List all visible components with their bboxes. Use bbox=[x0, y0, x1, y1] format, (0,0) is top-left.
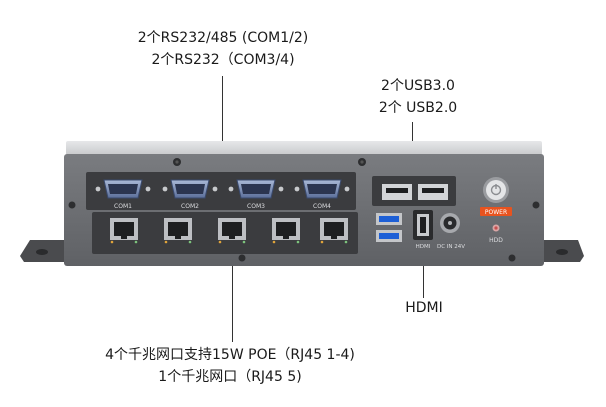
usb2-port-1 bbox=[382, 184, 412, 200]
chassis-screw bbox=[68, 201, 76, 209]
power-label: POWER bbox=[485, 209, 507, 216]
com-port-panel bbox=[86, 172, 356, 210]
com2-port-label: COM2 bbox=[181, 203, 199, 210]
chassis-screw bbox=[358, 158, 366, 166]
rj45-port-5 bbox=[320, 218, 348, 244]
rj45-leader-line bbox=[232, 246, 233, 342]
right-mounting-bracket bbox=[540, 240, 584, 262]
chassis-screw bbox=[238, 254, 246, 262]
hdmi-leader-line bbox=[423, 236, 424, 298]
chassis-screw bbox=[173, 158, 181, 166]
hdd-label: HDD bbox=[489, 237, 503, 244]
rj45-port-2 bbox=[164, 218, 192, 244]
top-cover bbox=[66, 141, 542, 155]
rj45-port-1 bbox=[110, 218, 138, 244]
hdd-led bbox=[492, 224, 500, 232]
rj45-callout-line2: 1个千兆网口（RJ45 5) bbox=[158, 369, 302, 385]
hdmi-callout: HDMI bbox=[405, 300, 443, 316]
rj45-callout-line1: 4个千兆网口支持15W POE（RJ45 1-4) bbox=[105, 347, 355, 363]
usb-callout-line2: 2个 USB2.0 bbox=[378, 100, 458, 116]
com3-port-label: COM3 bbox=[247, 203, 265, 210]
dc-in-label: DC IN 24V bbox=[437, 244, 465, 250]
com-port-1 bbox=[95, 179, 151, 199]
chassis-screw bbox=[532, 201, 540, 209]
com-callout-line1: 2个RS232/485 (COM1/2) bbox=[137, 30, 309, 46]
com-port-4 bbox=[294, 179, 350, 199]
com-port-2 bbox=[162, 179, 218, 199]
left-mounting-bracket bbox=[20, 240, 70, 262]
usb3-port-1 bbox=[376, 213, 402, 225]
com1-port-label: COM1 bbox=[114, 203, 132, 210]
com4-port-label: COM4 bbox=[313, 203, 331, 210]
dc-in-jack bbox=[440, 213, 460, 233]
com-leader-line bbox=[222, 76, 223, 176]
rj45-port-4 bbox=[272, 218, 300, 244]
usb2-port-2 bbox=[418, 184, 448, 200]
power-label-plate bbox=[480, 207, 512, 216]
com-port-3 bbox=[228, 179, 284, 199]
hdmi-port bbox=[413, 210, 433, 240]
chassis-screw bbox=[508, 254, 516, 262]
usb-callout-line1: 2个USB3.0 bbox=[381, 78, 455, 94]
power-button bbox=[483, 177, 509, 203]
hdmi-port-label: HDMI bbox=[416, 244, 431, 250]
rj45-port-3 bbox=[218, 218, 246, 244]
com-callout-line2: 2个RS232（COM3/4) bbox=[151, 52, 295, 68]
usb3-port-2 bbox=[376, 230, 402, 242]
